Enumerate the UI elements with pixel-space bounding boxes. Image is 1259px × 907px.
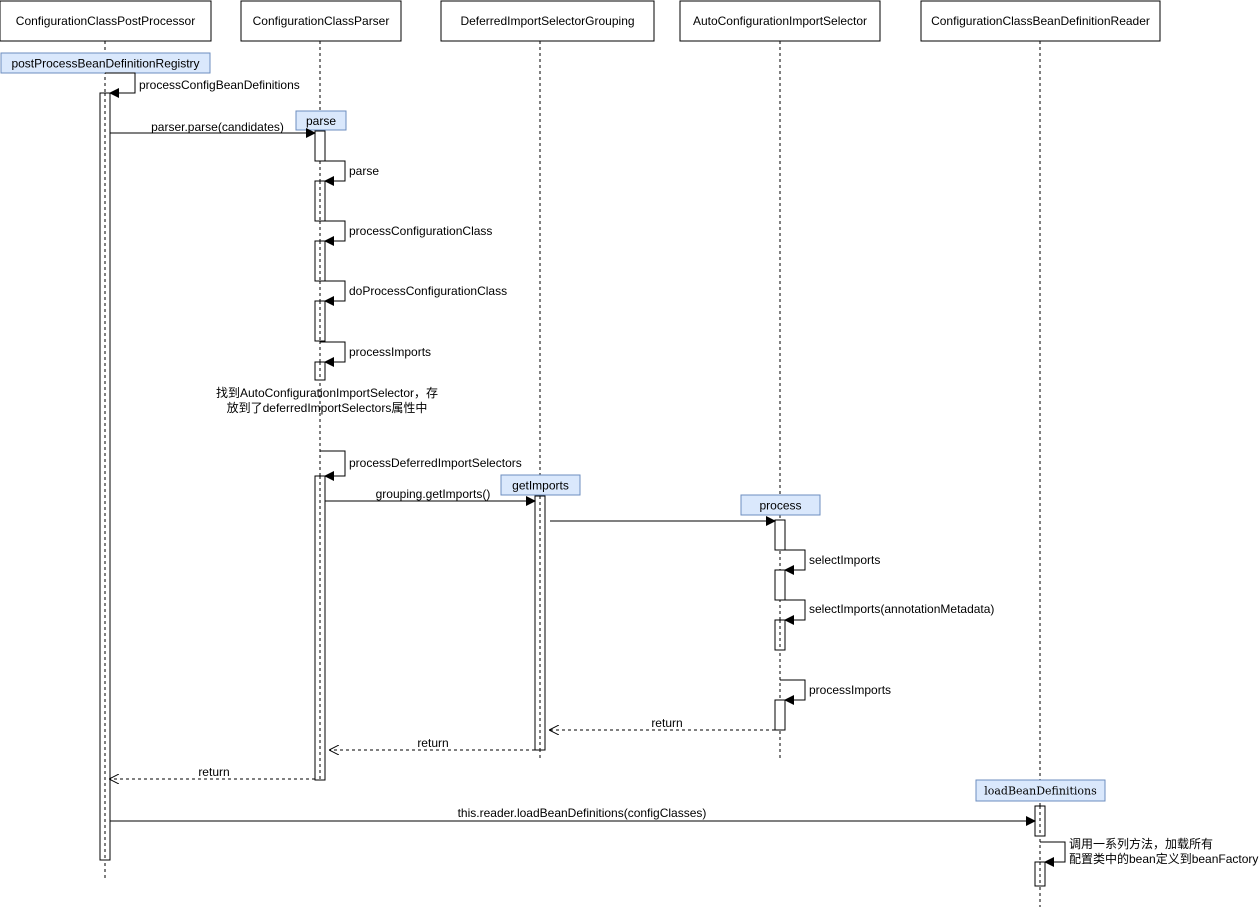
participant-label: DeferredImportSelectorGrouping [460,14,634,28]
msg-process-configuration-class: processConfigurationClass [324,220,492,246]
tag-parse: parse [295,110,347,131]
participant-postprocessor: ConfigurationClassPostProcessor [0,0,212,42]
message-label: processConfigBeanDefinitions [139,78,300,92]
msg-process-deferred-import-selectors: processDeferredImportSelectors [320,450,522,481]
message-label: return [417,736,448,750]
note-line: 放到了deferredImportSelectors属性中 [227,400,428,415]
msg-load-self-calls: 调用一系列方法，加载所有 配置类中的bean定义到beanFactory [1040,836,1258,867]
msg-grouping-get-imports: grouping.getImports() [325,487,536,506]
participant-label: ConfigurationClassPostProcessor [16,14,195,28]
message-label: doProcessConfigurationClass [349,284,507,298]
message-label: selectImports(annotationMetadata) [809,602,994,616]
message-label: processConfigurationClass [349,224,492,238]
tag-process: process [740,494,821,516]
note-line: 配置类中的bean定义到beanFactory [1069,851,1258,866]
tag-label: loadBeanDefinitions [984,785,1097,798]
msg-process-imports-selector: processImports [780,679,891,705]
msg-return-grouping: return [330,736,535,750]
message-label: selectImports [809,553,880,567]
message-label: parse [349,164,379,178]
msg-do-process-configuration-class: doProcessConfigurationClass [324,280,507,306]
msg-select-imports-metadata: selectImports(annotationMetadata) [784,599,994,625]
message-label: parser.parse(candidates) [151,120,284,134]
participant-label: AutoConfigurationImportSelector [693,14,867,28]
participant-label: ConfigurationClassBeanDefinitionReader [931,14,1150,28]
msg-process-config-bean-definitions: processConfigBeanDefinitions [105,72,300,98]
tag-label: postProcessBeanDefinitionRegistry [11,57,199,71]
activation-parser-parse [314,130,326,162]
tag-label: process [759,499,801,513]
note-found-selector: 找到AutoConfigurationImportSelector，存 放到了d… [216,386,438,415]
message-label: processImports [349,345,431,359]
participant-parser: ConfigurationClassParser [240,0,402,42]
msg-parse-self: parse [324,160,379,186]
msg-select-imports: selectImports [784,549,880,575]
participant-grouping: DeferredImportSelectorGrouping [440,0,655,42]
msg-parser-parse: parser.parse(candidates) [110,120,316,138]
tag-label: getImports [512,479,569,493]
tag-label: parse [306,114,336,128]
message-label: return [198,765,229,779]
note-line: 调用一系列方法，加载所有 [1069,836,1213,851]
tag-getimports: getImports [500,474,581,496]
participant-autoconfig-selector: AutoConfigurationImportSelector [679,0,881,42]
activation-selector-pi [774,699,786,731]
activation-selector-si [774,569,786,601]
message-label: processImports [809,683,891,697]
message-label: return [651,716,682,730]
msg-return-parser: return [110,765,315,779]
msg-process-imports: processImports [320,341,431,367]
message-label: this.reader.loadBeanDefinitions(configCl… [458,806,707,820]
tag-postprocess-registry: postProcessBeanDefinitionRegistry [0,52,211,74]
msg-return-selector: return [550,716,775,730]
message-label: processDeferredImportSelectors [349,456,522,470]
participant-bean-def-reader: ConfigurationClassBeanDefinitionReader [920,0,1161,42]
activation-selector-process [774,519,786,551]
message-label: grouping.getImports() [376,487,491,501]
note-line: 找到AutoConfigurationImportSelector，存 [216,386,438,400]
tag-load-bean-definitions: loadBeanDefinitions [975,779,1106,802]
msg-load-bean-definitions: this.reader.loadBeanDefinitions(configCl… [110,806,1036,826]
participant-label: ConfigurationClassParser [253,14,390,28]
